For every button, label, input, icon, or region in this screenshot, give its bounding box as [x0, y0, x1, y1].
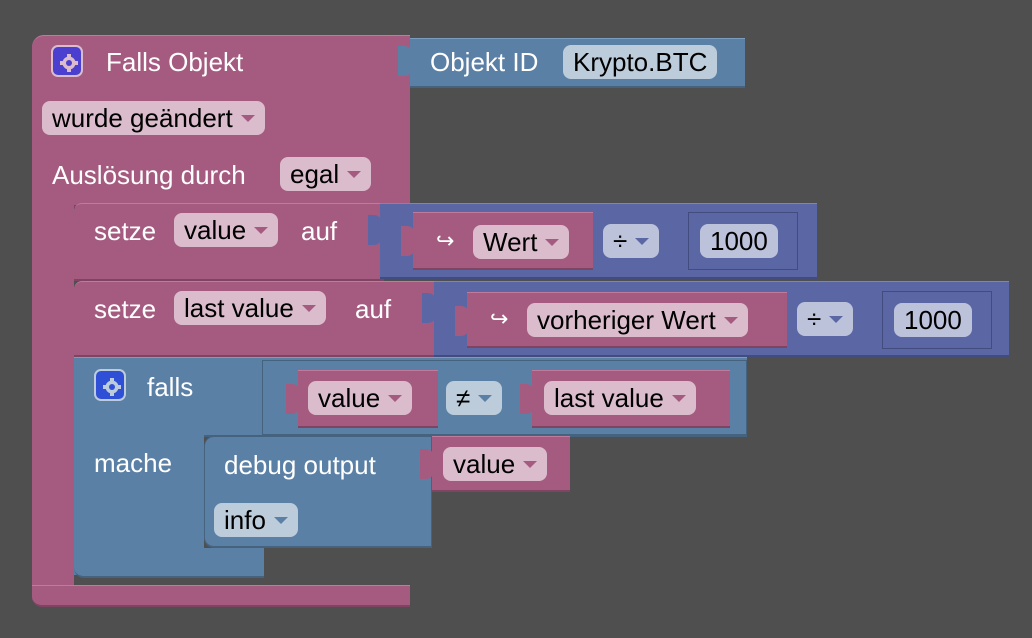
- compare-left-dropdown[interactable]: value: [308, 381, 413, 415]
- comparator-dropdown[interactable]: ≠: [446, 381, 503, 415]
- event-block-side: [32, 200, 74, 595]
- if-gear-button[interactable]: [94, 369, 126, 401]
- set-last-value-suffix: auf: [355, 294, 392, 324]
- chevron-down-icon: [635, 237, 650, 245]
- return-arrow-icon: ↪: [490, 306, 509, 331]
- chevron-down-icon: [301, 304, 316, 312]
- debug-level-dropdown[interactable]: info: [214, 503, 298, 537]
- set-last-value-variable: last value: [184, 293, 294, 323]
- object-id-label: Objekt ID: [430, 47, 539, 77]
- operator-dropdown-1[interactable]: ÷: [603, 224, 660, 258]
- event-title: Falls Objekt: [106, 47, 244, 77]
- source-value-1: Wert: [483, 227, 538, 257]
- chevron-down-icon: [240, 114, 255, 122]
- chevron-down-icon: [478, 394, 493, 402]
- operator-value-2: ÷: [807, 304, 822, 334]
- chevron-down-icon: [347, 170, 362, 178]
- chevron-down-icon: [523, 460, 538, 468]
- set-value-variable: value: [184, 215, 247, 245]
- comparator-value: ≠: [456, 383, 471, 413]
- event-value-2-connector: [455, 306, 469, 336]
- trigger-type-dropdown[interactable]: wurde geändert: [42, 101, 265, 135]
- source-dropdown-1[interactable]: Wert: [473, 225, 570, 259]
- set-value-prefix: setze: [94, 216, 157, 246]
- return-arrow-icon: ↪: [436, 228, 455, 253]
- compare-right-dropdown[interactable]: last value: [544, 381, 696, 415]
- divide-block-1-connector: [368, 215, 382, 245]
- compare-right-value: last value: [554, 383, 664, 413]
- trigger-by-label: Auslösung durch: [52, 160, 246, 190]
- compare-right-connector: [520, 384, 534, 414]
- chevron-down-icon: [254, 226, 269, 234]
- trigger-by-value: egal: [290, 159, 340, 189]
- event-value-1-connector: [401, 226, 415, 256]
- if-block-bottom: [74, 548, 264, 578]
- chevron-down-icon: [829, 315, 844, 323]
- debug-value-dropdown[interactable]: value: [443, 447, 548, 481]
- debug-output-label: debug output: [224, 450, 376, 480]
- chevron-down-icon: [273, 516, 288, 524]
- source-value-2: vorheriger Wert: [537, 305, 716, 335]
- chevron-down-icon: [545, 238, 560, 246]
- do-label: mache: [94, 448, 173, 478]
- debug-value: value: [453, 449, 516, 479]
- object-id-input[interactable]: Krypto.BTC: [563, 45, 718, 79]
- set-value-variable-dropdown[interactable]: value: [174, 213, 279, 247]
- set-value-suffix: auf: [301, 216, 338, 246]
- event-block-bottom: [32, 585, 410, 607]
- source-dropdown-2[interactable]: vorheriger Wert: [527, 303, 748, 337]
- compare-left-value: value: [318, 383, 381, 413]
- if-label: falls: [147, 372, 194, 402]
- set-last-value-variable-dropdown[interactable]: last value: [174, 291, 326, 325]
- debug-value-connector: [420, 449, 434, 479]
- trigger-by-dropdown[interactable]: egal: [280, 157, 372, 191]
- debug-level-value: info: [224, 505, 266, 535]
- number-input-2[interactable]: 1000: [894, 303, 972, 337]
- chevron-down-icon: [388, 394, 403, 402]
- trigger-type-value: wurde geändert: [52, 103, 233, 133]
- operator-dropdown-2[interactable]: ÷: [797, 302, 854, 336]
- number-input-1[interactable]: 1000: [700, 224, 778, 258]
- set-last-value-prefix: setze: [94, 294, 157, 324]
- chevron-down-icon: [671, 394, 686, 402]
- operator-value-1: ÷: [613, 226, 628, 256]
- event-gear-button[interactable]: [51, 45, 83, 77]
- gear-icon: [60, 54, 78, 72]
- object-id-connector: [398, 46, 412, 76]
- chevron-down-icon: [723, 316, 738, 324]
- compare-left-connector: [286, 384, 300, 414]
- divide-block-2-connector: [422, 293, 436, 323]
- gear-icon: [103, 378, 121, 396]
